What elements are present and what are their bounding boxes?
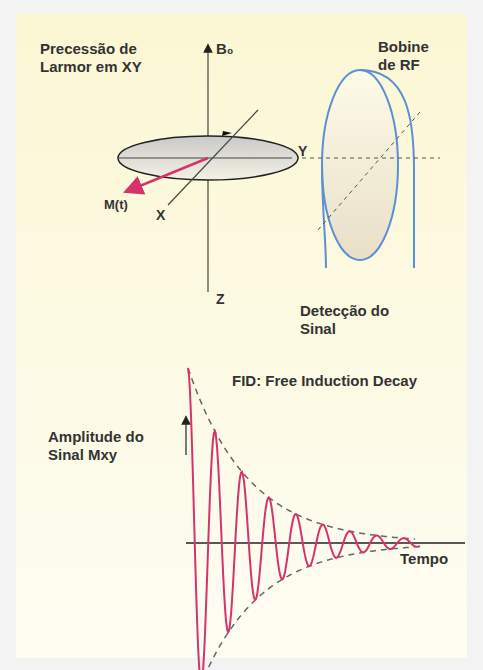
amplitude-arrow (185, 420, 186, 455)
coil-lead (360, 70, 414, 268)
precession-arrow (222, 131, 232, 136)
coil-label: Bobine de RF (378, 38, 448, 74)
fid-signal (188, 368, 420, 670)
axis-title: Tempo (400, 550, 448, 568)
coil-lead (322, 165, 326, 268)
x-axis (168, 110, 258, 205)
plot-title: FID: Free Induction Decay (232, 372, 417, 390)
dashed-axis (302, 158, 440, 159)
decay-envelope (188, 368, 415, 539)
signal-label: Detecção do Sinal (300, 302, 400, 338)
dashed-axis (318, 112, 420, 230)
vector-label: M(t) (104, 196, 128, 214)
rf-coil (322, 70, 398, 260)
magnetization-vector (130, 158, 208, 190)
axis-label: X (156, 206, 165, 224)
time-axis (186, 542, 465, 544)
field-label: B₀ (216, 40, 234, 58)
axis-label: Y (298, 142, 307, 160)
axis-label: Z (216, 290, 225, 308)
figure-title: Precessão de Larmor em XY (40, 40, 190, 76)
axis-title: Amplitude do Sinal Mxy (48, 428, 178, 464)
panel (16, 14, 467, 658)
